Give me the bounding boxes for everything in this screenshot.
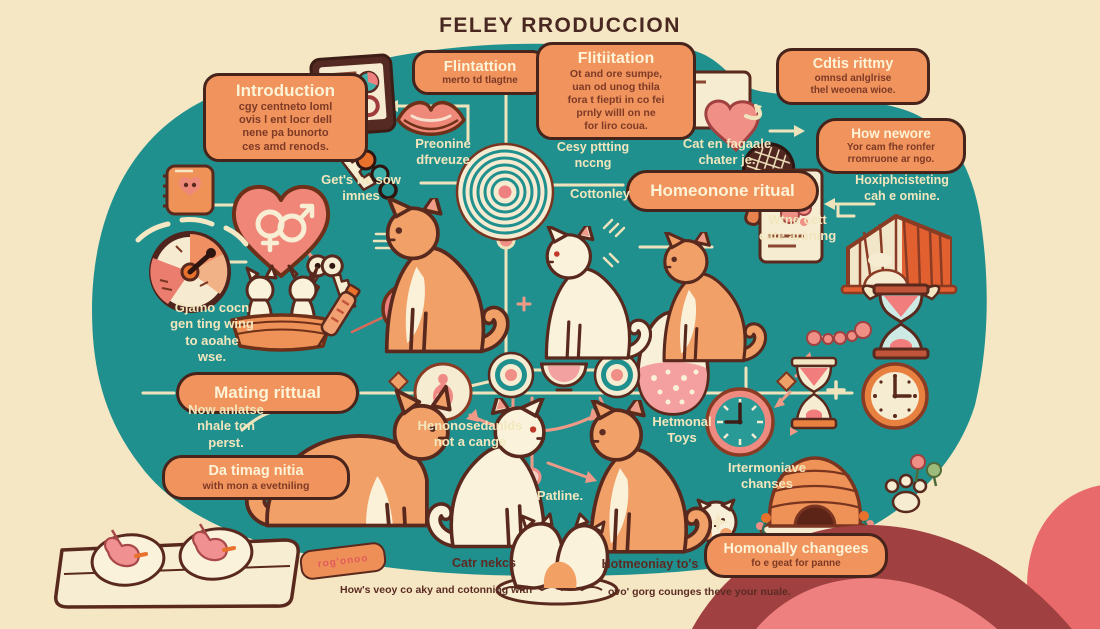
- gender-heart-icon: [231, 184, 331, 278]
- notebook-icon: [163, 164, 215, 216]
- label-hotmeoniay: Hotmeoniay to's: [601, 557, 699, 571]
- basket-kittens-icon: [230, 264, 333, 352]
- spiral-icon: [593, 351, 641, 399]
- hourglass-icon: [790, 356, 838, 430]
- label-wtne: Wtne cett cate aroning: [758, 212, 837, 244]
- datimag-heading: Da timag nitia: [208, 463, 304, 479]
- paw-icon: [884, 473, 928, 514]
- target-spiral-icon: [455, 142, 555, 242]
- mating-label: Mating rittual: [214, 383, 321, 403]
- cdtis-heading: Cdtis rittmy: [812, 56, 894, 72]
- slippers-icon: [54, 523, 300, 609]
- price-tag-label: rog'onoo: [317, 552, 369, 570]
- diamond-marker: [775, 370, 798, 393]
- cushion-cats-icon: [495, 512, 619, 606]
- label-henono: Henonosedanlds not a cange: [417, 418, 523, 450]
- label-gjamo: Gjamo cocn gen ting wing to aoahe wse.: [170, 300, 254, 364]
- introduction-box: Introduction cgy centneto loml ovis l en…: [203, 73, 368, 163]
- introduction-heading: Introduction: [235, 81, 336, 100]
- mating-rittual-pill: Mating rittual: [176, 372, 359, 414]
- label-hetmonal: Hetmonal Toys: [652, 414, 712, 446]
- caption-right: ovo' gorg counges theve your nuale.: [608, 586, 791, 598]
- clock-orange-icon: [861, 362, 929, 430]
- clock-pink-icon: [705, 387, 775, 457]
- label-catfagaale: Cat en fagaale chater je.: [682, 136, 772, 168]
- flintattion-body: merto td tlagtne: [442, 75, 518, 87]
- homonally-box: Homonally changees fo e geat for panne: [704, 533, 888, 578]
- introduction-body: cgy centneto loml ovis l ent locr dell n…: [238, 100, 333, 153]
- hownewore-body: Yor cam fhe ronfer rromruone ar ngo.: [846, 141, 936, 165]
- flintattion-box: Flintattion merto td tlagtne: [412, 50, 548, 96]
- label-cottonley: Cottonley: [570, 186, 630, 201]
- sparkle-icon: [708, 512, 728, 532]
- homeonone-ritual-pill: Homeonone ritual: [626, 170, 819, 212]
- label-hoxiph: Hoxiphcisteting cah e omine.: [855, 173, 949, 203]
- caption-left: How's veoy co aky and cotonning with: [340, 584, 533, 596]
- homonally-heading: Homonally changees: [723, 541, 869, 557]
- beads-icon: [806, 321, 872, 346]
- timer-wheel-icon: [135, 217, 249, 313]
- syringe-icon: [316, 283, 361, 348]
- label-cesy: Cesy pttting nccng: [556, 140, 630, 170]
- label-preonine: Preonine dfrveuze: [415, 136, 471, 168]
- hive-icon: [756, 456, 874, 543]
- how-newore-box: How newore Yor cam fhe ronfer rromruone …: [816, 118, 966, 174]
- cdtis-rittmy-box: Cdtis rittmy omnsd anlglrise thel weoena…: [776, 48, 930, 106]
- diamond-marker: [387, 370, 410, 393]
- flintattion-heading: Flintattion: [443, 58, 517, 75]
- homeonone-label: Homeonone ritual: [650, 181, 795, 201]
- flower-gadget-icon: [910, 454, 942, 487]
- datimag-body: with mon a evetniling: [202, 479, 310, 492]
- label-patline: Patline.: [536, 488, 584, 503]
- label-irtermoniave: Irtermoniave chanses: [727, 460, 807, 492]
- page-title: FELEY RRODUCCION: [439, 14, 681, 37]
- flitiitation-body: Ot and ore sumpe, uan od unog thila fora…: [567, 68, 665, 132]
- homonally-body: fo e geat for panne: [751, 557, 841, 569]
- flitiitation-box: Flitiitation Ot and ore sumpe, uan od un…: [536, 42, 696, 141]
- hownewore-heading: How newore: [851, 126, 931, 141]
- da-timag-box: Da timag nitia with mon a evetniling: [162, 455, 350, 501]
- label-catrnekcs: Catr nekcs: [452, 556, 516, 570]
- bowl-icon: [540, 362, 588, 392]
- label-nowanlatse: Now anlatse nhale ton perst.: [188, 402, 264, 450]
- cdtis-body: omnsd anlglrise thel weoena wioe.: [810, 72, 896, 96]
- lips-icon: [396, 100, 466, 136]
- spiral-icon: [487, 351, 535, 399]
- winged-hourglass-icon: [861, 283, 941, 360]
- flitiitation-heading: Flitiitation: [577, 50, 655, 67]
- label-getsow: Get's he sow imnes: [321, 172, 401, 204]
